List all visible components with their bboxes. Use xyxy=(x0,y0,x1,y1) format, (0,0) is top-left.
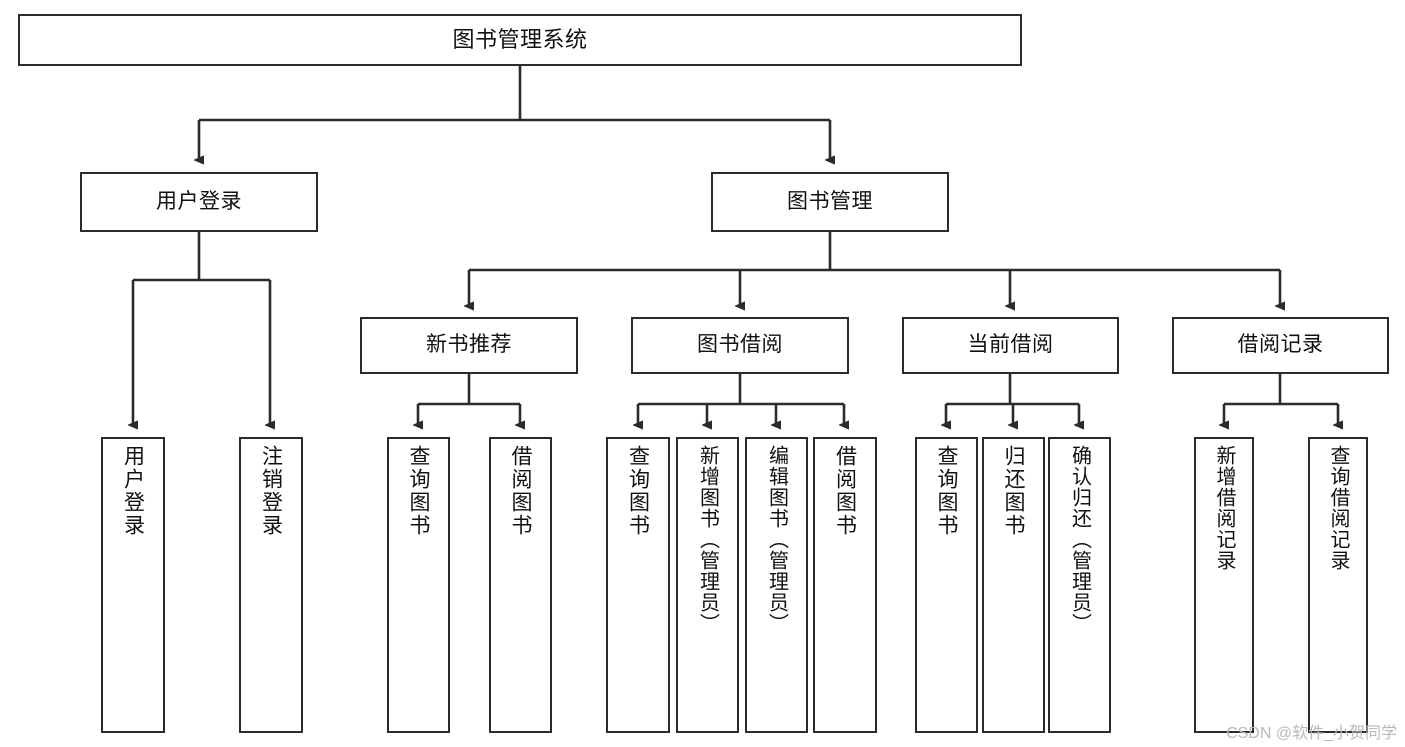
node-user-login[interactable]: 用户登录 xyxy=(80,172,318,232)
node-label: 查询借阅记录 xyxy=(1327,445,1349,571)
node-leaf-return-book[interactable]: 归还图书 xyxy=(982,437,1045,733)
node-label: 新增借阅记录 xyxy=(1213,445,1235,571)
node-label: 当前借阅 xyxy=(967,333,1054,357)
node-label: 编辑图书（管理员） xyxy=(765,445,788,634)
node-label: 新增图书（管理员） xyxy=(696,445,719,634)
node-leaf-query-borrow-record[interactable]: 查询借阅记录 xyxy=(1308,437,1368,733)
node-leaf-user-login[interactable]: 用户登录 xyxy=(101,437,165,733)
node-label: 注销登录 xyxy=(259,445,283,537)
node-label: 查询图书 xyxy=(407,445,430,537)
node-leaf-query-book-borrow[interactable]: 查询图书 xyxy=(606,437,670,733)
node-label: 查询图书 xyxy=(626,445,650,537)
node-root-book-management-system[interactable]: 图书管理系统 xyxy=(18,14,1022,66)
node-label: 用户登录 xyxy=(121,445,145,537)
node-leaf-edit-book-admin[interactable]: 编辑图书（管理员） xyxy=(745,437,808,733)
node-leaf-borrow-book-borrow[interactable]: 借阅图书 xyxy=(813,437,877,733)
node-borrowing-records[interactable]: 借阅记录 xyxy=(1172,317,1389,374)
node-label: 借阅图书 xyxy=(833,445,857,537)
node-leaf-query-book-current[interactable]: 查询图书 xyxy=(915,437,978,733)
csdn-watermark: CSDN @软件_小贺同学 xyxy=(1226,725,1397,742)
node-label: 用户登录 xyxy=(156,189,242,213)
node-leaf-borrow-book-new[interactable]: 借阅图书 xyxy=(489,437,552,733)
node-leaf-query-book-new[interactable]: 查询图书 xyxy=(387,437,450,733)
node-leaf-add-borrow-record[interactable]: 新增借阅记录 xyxy=(1194,437,1254,733)
node-current-borrowing[interactable]: 当前借阅 xyxy=(902,317,1119,374)
node-label: 借阅记录 xyxy=(1237,333,1324,357)
node-leaf-confirm-return-admin[interactable]: 确认归还（管理员） xyxy=(1048,437,1111,733)
node-label: 查询图书 xyxy=(935,445,958,537)
node-new-book-recommendation[interactable]: 新书推荐 xyxy=(360,317,578,374)
node-label: 借阅图书 xyxy=(509,445,532,537)
node-book-borrowing[interactable]: 图书借阅 xyxy=(631,317,849,374)
node-label: 确认归还（管理员） xyxy=(1068,445,1091,634)
node-label: 归还图书 xyxy=(1002,445,1025,537)
node-label: 图书借阅 xyxy=(697,333,783,357)
node-label: 新书推荐 xyxy=(426,333,512,357)
node-leaf-add-book-admin[interactable]: 新增图书（管理员） xyxy=(676,437,739,733)
node-book-management[interactable]: 图书管理 xyxy=(711,172,949,232)
node-label: 图书管理系统 xyxy=(452,27,588,53)
node-label: 图书管理 xyxy=(787,189,873,213)
node-leaf-logout[interactable]: 注销登录 xyxy=(239,437,303,733)
